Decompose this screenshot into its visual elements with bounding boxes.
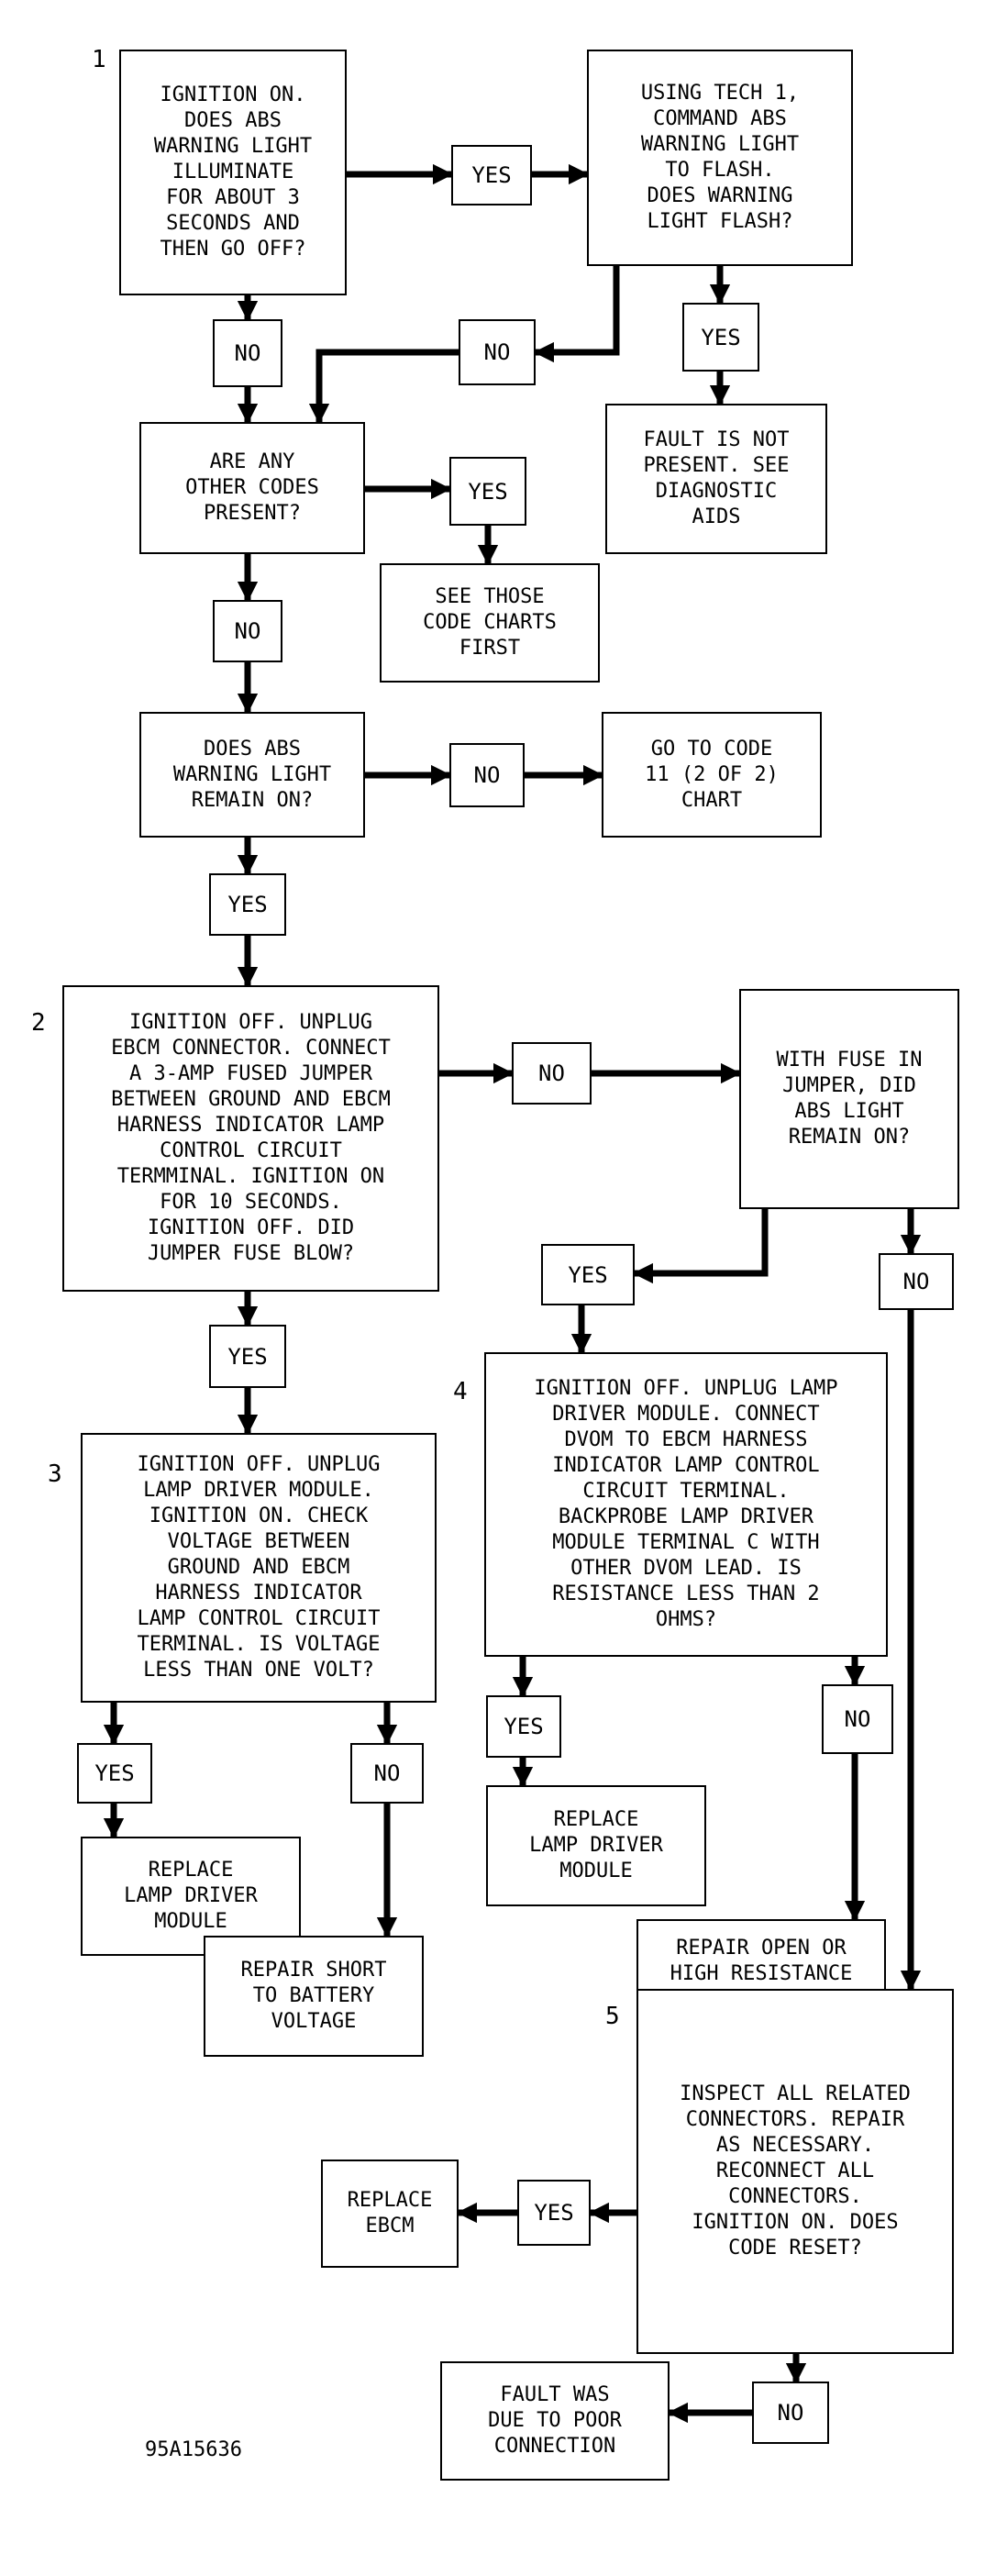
no-label: NO [538, 1060, 565, 1086]
box-text: GO TO CODE 11 (2 OF 2) CHART [645, 737, 779, 812]
no-b6-to-b7: NO [449, 743, 525, 807]
yes-label: YES [568, 1261, 608, 1288]
no-label: NO [844, 1706, 871, 1732]
box-check-voltage-lamp-control: IGNITION OFF. UNPLUG LAMP DRIVER MODULE.… [81, 1433, 437, 1703]
yes-label: YES [468, 478, 508, 505]
yes-label: YES [471, 162, 512, 188]
no-label: NO [777, 2400, 804, 2426]
box-text: IGNITION OFF. UNPLUG EBCM CONNECTOR. CON… [111, 1011, 391, 1265]
box-text: IGNITION OFF. UNPLUG LAMP DRIVER MODULE.… [534, 1377, 838, 1631]
yes-b4-to-b5: YES [449, 457, 526, 526]
step-number-2: 2 [31, 1009, 46, 1037]
box-replace-ebcm: REPLACE EBCM [321, 2160, 459, 2268]
no-b8-to-b9: NO [512, 1042, 592, 1105]
box-text: IGNITION ON. DOES ABS WARNING LIGHT ILLU… [153, 83, 313, 261]
box-go-to-code-11: GO TO CODE 11 (2 OF 2) CHART [602, 712, 822, 838]
box-text: INSPECT ALL RELATED CONNECTORS. REPAIR A… [680, 2082, 911, 2260]
box-fault-poor-connection: FAULT WAS DUE TO POOR CONNECTION [440, 2361, 670, 2481]
box-other-codes-present: ARE ANY OTHER CODES PRESENT? [139, 422, 365, 554]
no-label: NO [902, 1269, 930, 1294]
box-text: REPAIR SHORT TO BATTERY VOLTAGE [240, 1959, 387, 2033]
box-text: SEE THOSE CODE CHARTS FIRST [423, 585, 557, 660]
yes-label: YES [227, 892, 268, 917]
box-repair-short-to-battery: REPAIR SHORT TO BATTERY VOLTAGE [204, 1936, 424, 2057]
box-fault-not-present: FAULT IS NOT PRESENT. SEE DIAGNOSTIC AID… [605, 404, 827, 554]
no-label: NO [483, 339, 511, 365]
no-label: NO [373, 1760, 401, 1786]
box-text: WITH FUSE IN JUMPER, DID ABS LIGHT REMAI… [776, 1049, 923, 1149]
no-b2-to-b4: NO [459, 319, 536, 385]
box-tech1-command-flash: USING TECH 1, COMMAND ABS WARNING LIGHT … [587, 50, 853, 266]
no-b10-to-b13: NO [350, 1743, 424, 1804]
no-b9-to-b16: NO [879, 1253, 954, 1310]
box-fuse-in-jumper: WITH FUSE IN JUMPER, DID ABS LIGHT REMAI… [739, 989, 959, 1209]
no-label: NO [234, 618, 261, 644]
yes-b2-to-b3: YES [682, 303, 759, 372]
box-ignition-on-warning-light: IGNITION ON. DOES ABS WARNING LIGHT ILLU… [119, 50, 347, 295]
box-text: IGNITION OFF. UNPLUG LAMP DRIVER MODULE.… [137, 1453, 381, 1682]
box-replace-lamp-driver-module-right: REPLACE LAMP DRIVER MODULE [486, 1785, 706, 1906]
yes-b16-to-b17: YES [517, 2180, 591, 2246]
yes-label: YES [534, 2200, 574, 2226]
yes-b8-to-b10: YES [209, 1325, 286, 1388]
no-b11-to-b15: NO [822, 1684, 893, 1754]
box-text: ARE ANY OTHER CODES PRESENT? [185, 450, 319, 525]
line-no-to-b4 [308, 349, 459, 425]
line-b9-to-yes [632, 1209, 769, 1284]
box-connect-dvom-resistance: IGNITION OFF. UNPLUG LAMP DRIVER MODULE.… [484, 1352, 888, 1657]
yes-label: YES [94, 1760, 135, 1786]
no-b16-to-b18: NO [752, 2382, 829, 2444]
no-label: NO [473, 762, 501, 788]
step-number-3: 3 [48, 1460, 62, 1488]
box-text: REPLACE EBCM [347, 2189, 433, 2237]
box-text: USING TECH 1, COMMAND ABS WARNING LIGHT … [640, 82, 800, 233]
figure-reference: 95A15636 [145, 2438, 242, 2461]
box-text: REPLACE LAMP DRIVER MODULE [124, 1859, 258, 1933]
yes-b6-to-b8: YES [209, 873, 286, 936]
step-number-5: 5 [605, 2003, 620, 2030]
no-label: NO [234, 340, 261, 366]
box-unplug-ebcm-fused-jumper: IGNITION OFF. UNPLUG EBCM CONNECTOR. CON… [62, 985, 439, 1292]
yes-label: YES [701, 324, 741, 350]
box-see-those-code-charts: SEE THOSE CODE CHARTS FIRST [380, 563, 600, 683]
yes-b11-to-b14: YES [486, 1695, 561, 1758]
no-b4-to-b6: NO [213, 600, 282, 662]
box-text: FAULT IS NOT PRESENT. SEE DIAGNOSTIC AID… [643, 428, 790, 528]
yes-b10-to-b12: YES [77, 1743, 152, 1804]
no-b1-to-b4: NO [213, 319, 282, 387]
line-b2-to-no [533, 266, 620, 363]
yes-label: YES [227, 1343, 268, 1370]
yes-b9-to-b11: YES [541, 1244, 635, 1305]
box-inspect-related-connectors: INSPECT ALL RELATED CONNECTORS. REPAIR A… [636, 1989, 954, 2354]
box-warning-light-remain-on: DOES ABS WARNING LIGHT REMAIN ON? [139, 712, 365, 838]
box-text: REPLACE LAMP DRIVER MODULE [529, 1808, 663, 1882]
yes-label: YES [504, 1714, 544, 1739]
box-text: DOES ABS WARNING LIGHT REMAIN ON? [172, 737, 332, 812]
yes-b1-to-b2: YES [451, 145, 532, 205]
box-text: FAULT WAS DUE TO POOR CONNECTION [488, 2383, 622, 2458]
step-number-4: 4 [453, 1378, 468, 1405]
step-number-1: 1 [92, 46, 106, 73]
